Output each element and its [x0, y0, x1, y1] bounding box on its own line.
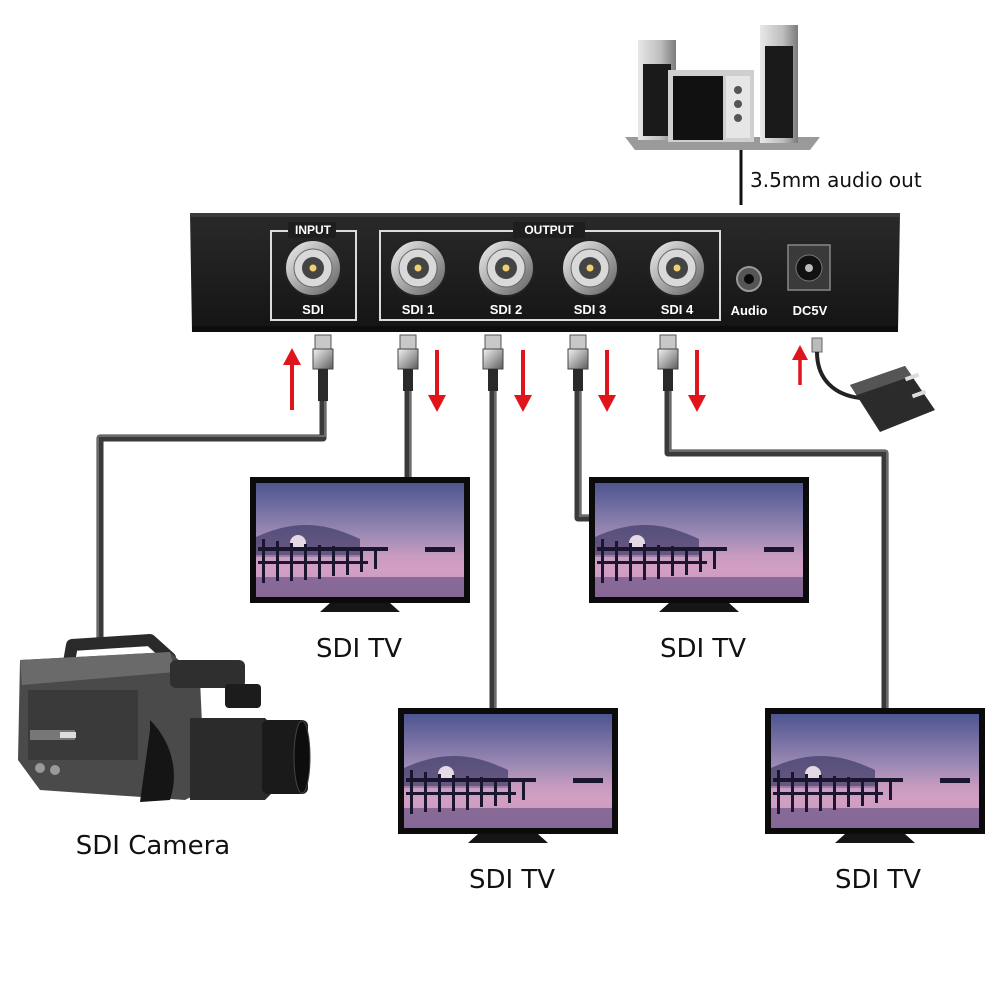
port-sdi-1 — [389, 239, 447, 297]
tv-1 — [250, 477, 470, 612]
dc-power-jack-icon — [787, 244, 831, 291]
tv-3 — [398, 708, 618, 843]
camera-cable — [96, 400, 327, 640]
output-label: OUTPUT — [524, 223, 574, 237]
sdi-camera-icon — [18, 634, 311, 802]
arrow-down-sdi4 — [688, 350, 706, 412]
speaker-system-icon — [625, 25, 820, 150]
bnc-plugs — [312, 334, 679, 401]
port-sdi-in — [284, 239, 342, 297]
power-adapter-icon — [811, 337, 935, 432]
power-port-label: DC5V — [793, 303, 828, 318]
tv-4-label: SDI TV — [835, 865, 921, 895]
tv-1-label: SDI TV — [316, 634, 402, 664]
audio-port-label: Audio — [731, 303, 768, 318]
camera-label: SDI Camera — [76, 831, 231, 861]
audio-jack-icon — [736, 266, 762, 292]
tv-2 — [589, 477, 809, 612]
arrow-down-sdi3 — [598, 350, 616, 412]
port-label-sdi4: SDI 4 — [661, 302, 694, 317]
cables — [96, 390, 889, 710]
tv-4 — [765, 708, 985, 843]
port-label-sdi3: SDI 3 — [574, 302, 607, 317]
tv-2-label: SDI TV — [660, 634, 746, 664]
port-label-sdi1: SDI 1 — [402, 302, 435, 317]
arrow-down-sdi1 — [428, 350, 446, 412]
arrow-down-sdi2 — [514, 350, 532, 412]
port-sdi-4 — [648, 239, 706, 297]
arrow-up-input — [283, 348, 301, 410]
sdi4-cable — [664, 390, 889, 710]
signal-arrows — [283, 345, 808, 412]
arrow-up-power — [792, 345, 808, 385]
port-sdi-2 — [477, 239, 535, 297]
input-label: INPUT — [295, 223, 332, 237]
port-label-sdi: SDI — [302, 302, 324, 317]
port-label-sdi2: SDI 2 — [490, 302, 523, 317]
sdi-splitter-device: INPUT OUTPUT — [190, 213, 900, 332]
port-sdi-3 — [561, 239, 619, 297]
tv-3-label: SDI TV — [469, 865, 555, 895]
audio-out-label: 3.5mm audio out — [750, 168, 922, 192]
